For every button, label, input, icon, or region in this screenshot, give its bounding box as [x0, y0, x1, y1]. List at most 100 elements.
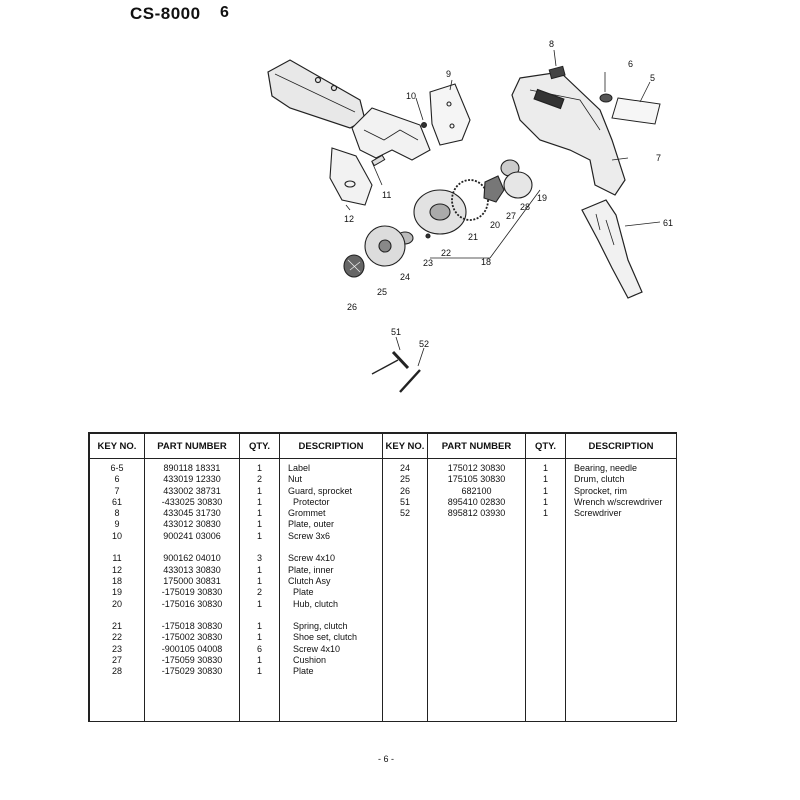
- table-cell-description: Screw 4x10: [288, 553, 336, 564]
- group-spacer: [147, 610, 237, 621]
- table-cell-description: Plate, inner: [288, 564, 334, 575]
- table-cell-description: Hub, clutch: [288, 598, 339, 609]
- table-cell-description: Screw 4x10: [288, 643, 341, 654]
- table-cell-qty: 1: [256, 575, 262, 586]
- callout-7: 7: [656, 153, 661, 163]
- table-cell-key: 8: [114, 508, 120, 519]
- table-cell-key: 21: [111, 621, 122, 632]
- table-cell-description: Bearing, needle: [574, 463, 638, 473]
- table-cell-qty: 6: [256, 643, 262, 654]
- table-cell-part-number: -175002 30830: [161, 632, 223, 643]
- table-cell-part-number: -175018 30830: [161, 621, 223, 632]
- grommet-drawing: [548, 65, 566, 80]
- label-drawing: [611, 97, 661, 125]
- table-cell-key: 18: [111, 575, 122, 586]
- table-cell-description: Nut: [288, 474, 303, 485]
- callout-23: 23: [423, 258, 433, 268]
- callout-8: 8: [549, 39, 554, 49]
- table-cell-key: 61: [111, 496, 122, 507]
- table-cell-key: 52: [399, 508, 410, 519]
- callout-21: 21: [468, 232, 478, 242]
- table-cell-key: 51: [399, 496, 410, 507]
- group-spacer: [242, 542, 277, 553]
- table-cell-qty: 2: [256, 474, 262, 485]
- table-cell-key: 6: [114, 474, 120, 485]
- table-cell-qty: 1: [542, 508, 548, 519]
- parts-table: KEY NO. PART NUMBER QTY. DESCRIPTION KEY…: [88, 432, 677, 722]
- group-spacer: [92, 542, 142, 553]
- exploded-parts-diagram: 8 9 6 5 10 7 11 12 19 28 27 20 21 22 23 …: [267, 39, 673, 393]
- table-cell-key: 25: [399, 474, 410, 485]
- table-header-row: KEY NO. PART NUMBER QTY. DESCRIPTION KEY…: [89, 433, 677, 459]
- table-cell-part-number: -900105 04008: [161, 643, 223, 654]
- table-cell-qty: 1: [256, 632, 262, 643]
- nut-drawing: [599, 93, 613, 103]
- table-cell-description: Label: [288, 463, 311, 473]
- table-cell-part-number: 900162 04010: [163, 553, 221, 564]
- callout-61: 61: [663, 218, 673, 228]
- group-spacer: [288, 542, 380, 553]
- guide-bar-drawing: [267, 59, 366, 129]
- callout-10: 10: [406, 91, 416, 101]
- table-cell-key: 28: [111, 666, 122, 677]
- bar-plate-drawing: [351, 107, 431, 161]
- header-qty: QTY.: [239, 433, 280, 459]
- table-cell-description: Screwdriver: [574, 508, 622, 519]
- table-cell-description: Plate: [288, 587, 314, 598]
- callout-25: 25: [377, 287, 387, 297]
- header-key-no: KEY NO.: [89, 433, 145, 459]
- callout-18: 18: [481, 257, 491, 267]
- callout-11: 11: [382, 190, 391, 200]
- callout-20: 20: [490, 220, 500, 230]
- table-cell-qty: 1: [542, 485, 548, 496]
- callout-12: 12: [344, 214, 354, 224]
- table-cell-description: Screw 3x6: [288, 530, 331, 541]
- table-cell-qty: 1: [256, 463, 262, 473]
- leader-lines: [345, 49, 661, 367]
- table-cell-part-number: -175016 30830: [161, 598, 223, 609]
- inner-plate-drawing: [329, 147, 373, 206]
- table-cell-qty: 1: [256, 485, 262, 496]
- table-cell-key: 27: [111, 655, 122, 666]
- table-cell-qty: 1: [542, 496, 548, 507]
- tools-drawing: [371, 350, 421, 393]
- callout-28: 28: [520, 202, 530, 212]
- callout-22: 22: [441, 248, 451, 258]
- page-number: 6: [220, 4, 229, 21]
- table-cell-part-number: 895812 03930: [447, 508, 506, 519]
- table-cell-qty: 1: [256, 655, 262, 666]
- callout-6: 6: [628, 59, 633, 69]
- sprocket-guard-drawing: [511, 71, 626, 196]
- clutch-assembly-drawing: [413, 159, 533, 239]
- drum-sprocket-drawing: [343, 225, 414, 278]
- table-cell-key: 12: [111, 564, 122, 575]
- callout-19: 19: [537, 193, 547, 203]
- table-cell-key: 6-5: [110, 463, 124, 473]
- table-cell-part-number: 900241 03006: [163, 530, 221, 541]
- table-cell-qty: 3: [256, 553, 262, 564]
- table-cell-qty: 1: [256, 598, 262, 609]
- table-cell-qty: 1: [256, 530, 262, 541]
- header-qty-2: QTY.: [525, 433, 566, 459]
- group-spacer: [92, 610, 142, 621]
- table-cell-description: Clutch Asy: [288, 575, 331, 586]
- table-cell-key: 20: [111, 598, 122, 609]
- table-cell-key: 11: [112, 553, 122, 564]
- table-cell-part-number: 433013 30830: [163, 564, 221, 575]
- table-cell-description: Wrench w/screwdriver: [574, 496, 663, 507]
- table-cell-part-number: 433019 12330: [163, 474, 221, 485]
- table-cell-qty: 1: [256, 519, 262, 530]
- table-cell-key: 9: [114, 519, 120, 530]
- model-title: CS-8000: [130, 4, 201, 23]
- table-cell-description: Shoe set, clutch: [288, 632, 358, 643]
- table-cell-description: Sprocket, rim: [574, 485, 628, 496]
- table-cell-part-number: -175019 30830: [161, 587, 223, 598]
- callout-5: 5: [650, 73, 655, 83]
- table-cell-key: 19: [111, 587, 122, 598]
- table-cell-part-number: 895410 02830: [447, 496, 506, 507]
- outer-plate-drawing: [429, 83, 471, 146]
- table-cell-qty: 1: [256, 496, 262, 507]
